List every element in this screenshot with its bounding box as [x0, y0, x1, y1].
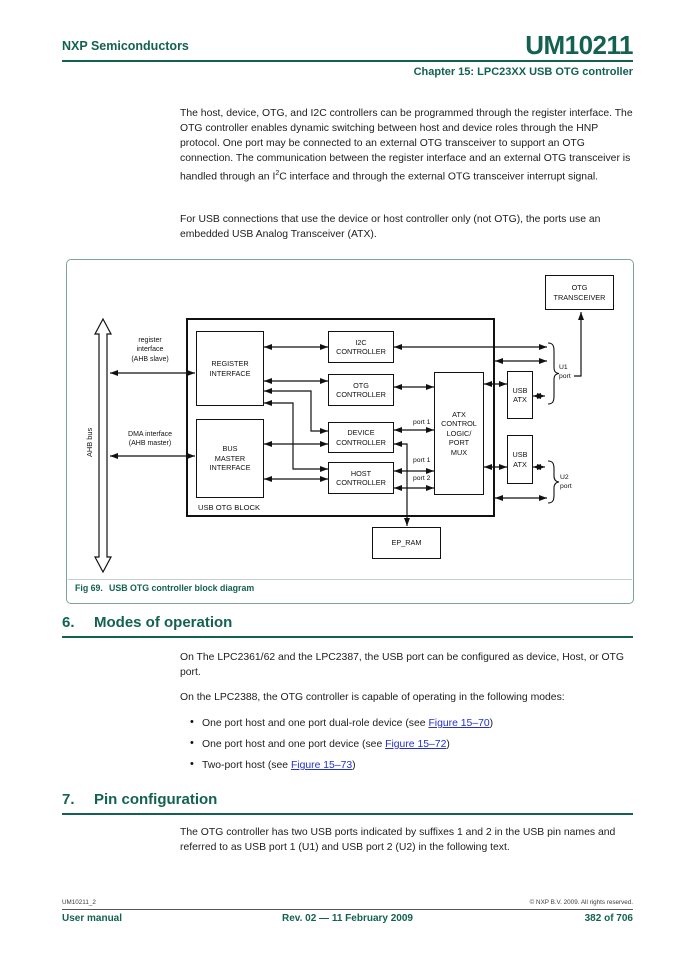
document-id: UM10211	[525, 30, 633, 60]
bus-master-interface-box: BUS MASTER INTERFACE	[196, 419, 264, 498]
section-6-paragraph-1: On The LPC2361/62 and the LPC2387, the U…	[180, 652, 624, 678]
section-6-number: 6.	[62, 614, 75, 631]
bullet-text-post: )	[352, 760, 356, 771]
section-6-paragraph-2: On the LPC2388, the OTG controller is ca…	[180, 692, 565, 703]
device-controller-box: DEVICE CONTROLLER	[328, 422, 394, 453]
i2c-controller-box: I2C CONTROLLER	[328, 331, 394, 363]
section-7-number: 7.	[62, 791, 75, 808]
u2-port-brace	[547, 460, 560, 504]
modes-list: One port host and one port dual-role dev…	[190, 715, 640, 779]
intro-p1-text-after: C interface and through the external OTG…	[279, 171, 599, 183]
usb-atx-2-box: USB ATX	[507, 435, 533, 484]
bullet-text-post: )	[489, 718, 494, 729]
bullet-text: One port host and one port device (see	[202, 739, 386, 750]
footer-page-number: 382 of 706	[584, 913, 633, 924]
usb-otg-block-label: USB OTG BLOCK	[198, 503, 261, 512]
host-controller-box: HOST CONTROLLER	[328, 462, 394, 494]
usb-atx-1-box: USB ATX	[507, 371, 533, 419]
u1-port-brace	[547, 342, 560, 405]
ep-ram-box: EP_RAM	[372, 527, 441, 559]
intro-paragraph-2: For USB connections that use the device …	[180, 214, 601, 240]
footer-copyright: © NXP B.V. 2009. All rights reserved.	[529, 899, 633, 906]
ahb-bus-label: AHB bus	[85, 428, 94, 457]
u1-port-label: U1 port	[559, 364, 571, 381]
section-6-title: Modes of operation	[94, 614, 233, 631]
figure-15-70-link[interactable]: Figure 15–70	[428, 718, 490, 729]
bullet-text-post: )	[446, 739, 450, 750]
header-rule	[62, 60, 633, 62]
register-interface-note: register interface (AHB slave)	[131, 337, 169, 363]
section-7-rule	[62, 813, 633, 815]
footer-doc-ref: UM10211_2	[62, 899, 96, 906]
footer-rule	[62, 909, 633, 910]
figure-caption-text: USB OTG controller block diagram	[109, 583, 255, 593]
port1-device-label: port 1	[413, 419, 431, 426]
figure-caption-label: Fig 69.	[75, 583, 103, 593]
figure-15-73-link[interactable]: Figure 15–73	[290, 760, 353, 771]
atx-control-mux-box: ATX CONTROL LOGIC/ PORT MUX	[434, 372, 484, 495]
list-item: Two-port host (see Figure 15–73)	[190, 757, 640, 773]
bullet-text: One port host and one port dual-role dev…	[202, 718, 429, 729]
diagram-connections: AHB bus	[85, 312, 584, 574]
i2c-superscript: 2	[275, 169, 280, 177]
port2-host-label: port 2	[413, 475, 431, 482]
bullet-text: Two-port host (see	[202, 760, 291, 771]
footer-user-manual: User manual	[62, 913, 123, 924]
caption-separator	[68, 579, 632, 580]
ahb-bus-arrow	[94, 317, 112, 574]
port1-host-label: port 1	[413, 457, 431, 464]
list-item: One port host and one port device (see F…	[190, 736, 640, 752]
brand-title: NXP Semiconductors	[62, 39, 189, 53]
intro-p1-text: The host, device, OTG, and I2C controlle…	[180, 108, 633, 183]
section-7-title: Pin configuration	[94, 791, 218, 808]
section-7-paragraph-1: The OTG controller has two USB ports ind…	[180, 827, 616, 853]
list-item: One port host and one port dual-role dev…	[190, 715, 640, 731]
otg-transceiver-box: OTG TRANSCEIVER	[545, 275, 614, 310]
register-interface-box: REGISTER INTERFACE	[196, 331, 264, 406]
figure-15-72-link[interactable]: Figure 15–72	[385, 739, 447, 750]
dma-interface-note: DMA interface (AHB master)	[128, 431, 172, 448]
footer-revision: Rev. 02 — 11 February 2009	[281, 913, 413, 924]
u2-port-label: U2 port	[560, 474, 572, 491]
otg-controller-box: OTG CONTROLLER	[328, 374, 394, 406]
section-6-rule	[62, 636, 633, 638]
chapter-title: Chapter 15: LPC23XX USB OTG controller	[413, 66, 633, 78]
intro-paragraph-1: The host, device, OTG, and I2C controlle…	[180, 107, 640, 185]
figure-69-frame: AHB bus REGISTER INTERFACE BUS MASTER IN…	[66, 259, 634, 604]
